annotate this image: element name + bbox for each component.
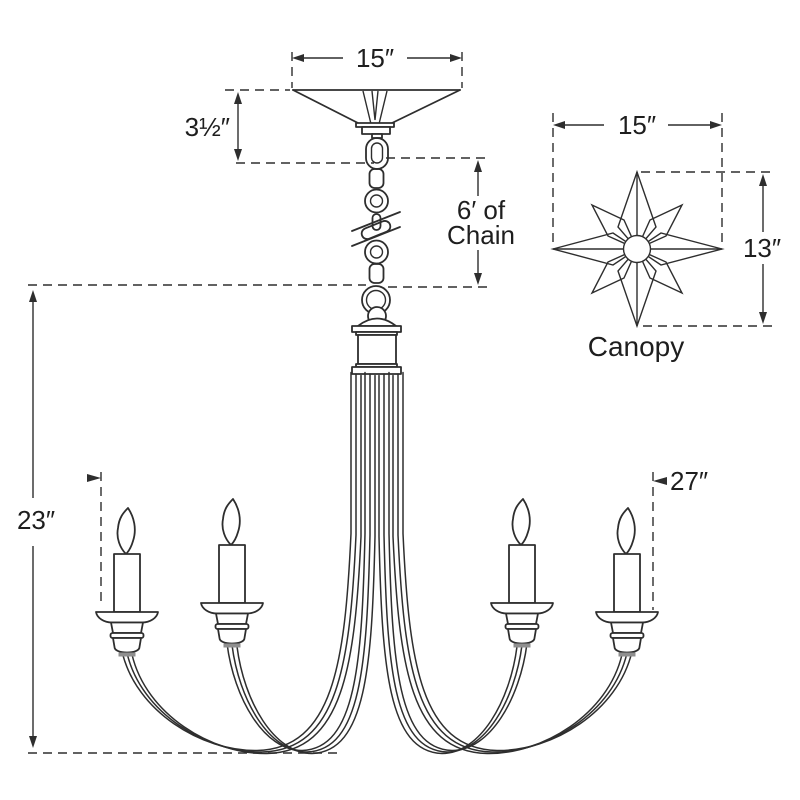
fixture-height-label: 23″ (17, 505, 55, 535)
chain-link-bar-1 (368, 168, 385, 189)
arrowhead-left (653, 477, 667, 485)
ceiling-canopy-profile (292, 89, 461, 170)
chain-link-round-1-inner (369, 194, 384, 208)
canopy-caption: Canopy (588, 331, 685, 362)
arrowhead-right (710, 121, 722, 129)
dimension-canopy-face-height: 13″ (641, 171, 781, 327)
arrowhead-up (234, 92, 242, 104)
hub-dome (357, 317, 397, 327)
arrowhead-up (759, 174, 767, 186)
arrowhead-down (29, 736, 37, 748)
chandelier-body (351, 285, 402, 375)
chandelier-arms (121, 371, 633, 755)
arm-left-outer (121, 371, 362, 755)
dimension-chain-length: 6′ of Chain (386, 157, 515, 288)
extension-lines (641, 171, 772, 327)
chain-link-round-1 (364, 188, 389, 214)
canopy-face-height-label: 13″ (743, 233, 781, 263)
canopy-right-slope (391, 89, 461, 124)
candle-left-inner (200, 498, 264, 649)
arrowhead-left (292, 54, 304, 62)
candle-right-inner (490, 498, 554, 649)
dimension-canopy-width: 15″ (291, 43, 463, 88)
chain-break-symbol (351, 211, 401, 247)
candle-right-outer (595, 507, 659, 658)
arrowhead-up (29, 290, 37, 302)
extension-lines (100, 472, 654, 610)
canopy-face-width-label: 15″ (618, 110, 656, 140)
arrowhead-right (450, 54, 462, 62)
arrowhead-down (474, 273, 482, 285)
arrowhead-down (759, 312, 767, 324)
arrowhead-right (87, 474, 101, 482)
canopy-center-hole (622, 234, 652, 264)
extension-lines (225, 89, 374, 164)
arrowhead-down (234, 149, 242, 161)
canopy-neck-block (361, 126, 391, 135)
extension-lines (552, 113, 723, 246)
extension-lines (386, 157, 488, 288)
candles (95, 498, 659, 658)
arm-right-inner (378, 371, 528, 755)
chain-label-line2: Chain (447, 220, 515, 250)
chain-link-round-2 (364, 239, 389, 265)
hub-drum (357, 334, 397, 365)
hub-flange-bottom (351, 366, 402, 375)
arm-left-inner (226, 371, 376, 755)
dimension-canopy-face-width: 15″ (552, 110, 723, 246)
arm-right-outer (392, 371, 633, 755)
dimension-fixture-height: 23″ (17, 284, 366, 754)
canopy-width-label: 15″ (356, 43, 394, 73)
arrowhead-up (474, 160, 482, 172)
chain-label-line1: 6′ of (457, 195, 506, 225)
canopy-detail-view: 15″ 13″ Canopy (550, 110, 781, 362)
canopy-height-label: 3½″ (185, 112, 230, 142)
arrowhead-left (553, 121, 565, 129)
chain-assembly (351, 168, 401, 284)
canopy-stem-cone (362, 90, 388, 125)
chain-link-round-2-inner (369, 245, 384, 259)
canopy-left-slope (292, 89, 359, 124)
dimension-canopy-height: 3½″ (185, 89, 374, 164)
candle-left-outer (95, 507, 159, 658)
fixture-width-label: 27″ (670, 466, 708, 496)
extension-lines (28, 284, 366, 754)
dimension-fixture-width: 27″ (87, 466, 708, 610)
chain-link-bar-2 (368, 263, 385, 284)
hanging-loop-inner (370, 142, 384, 164)
